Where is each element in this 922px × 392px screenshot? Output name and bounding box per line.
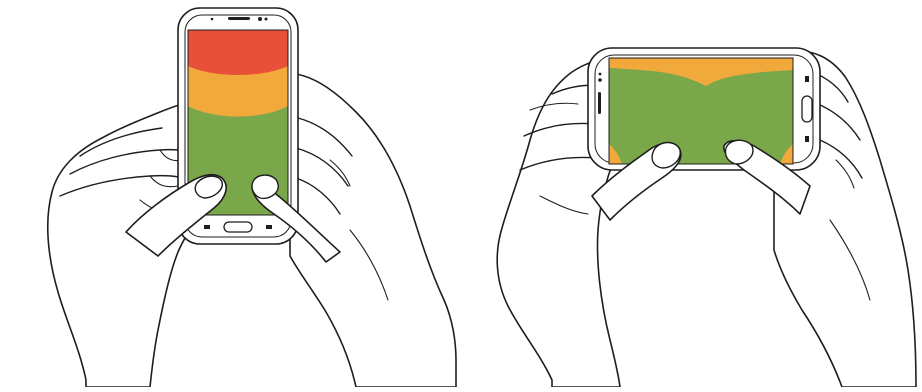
landscape-earpiece-icon	[598, 92, 601, 114]
landscape-menu-key-icon	[805, 136, 809, 142]
portrait-right-thumb	[251, 174, 341, 263]
landscape-home-button	[801, 95, 813, 123]
ok-zone-top	[609, 58, 793, 86]
landscape-back-key-icon	[805, 76, 809, 82]
menu-key-icon	[266, 225, 272, 229]
ok-zone-bottom-right	[780, 144, 793, 164]
portrait-grip-panel	[46, 7, 457, 388]
landscape-left-thumb	[591, 141, 682, 221]
ok-zone-bottom-left	[609, 144, 622, 164]
landscape-screen	[608, 57, 794, 165]
hard-zone	[188, 30, 288, 75]
back-key-icon	[204, 225, 210, 229]
landscape-right-thumb	[723, 139, 811, 215]
portrait-left-thumb	[125, 173, 227, 257]
landscape-grip-panel	[496, 47, 917, 388]
earpiece-icon	[228, 17, 250, 20]
portrait-right-hand	[289, 73, 457, 388]
portrait-left-hand	[46, 101, 201, 388]
home-button	[223, 221, 253, 233]
landscape-phone	[587, 47, 821, 171]
